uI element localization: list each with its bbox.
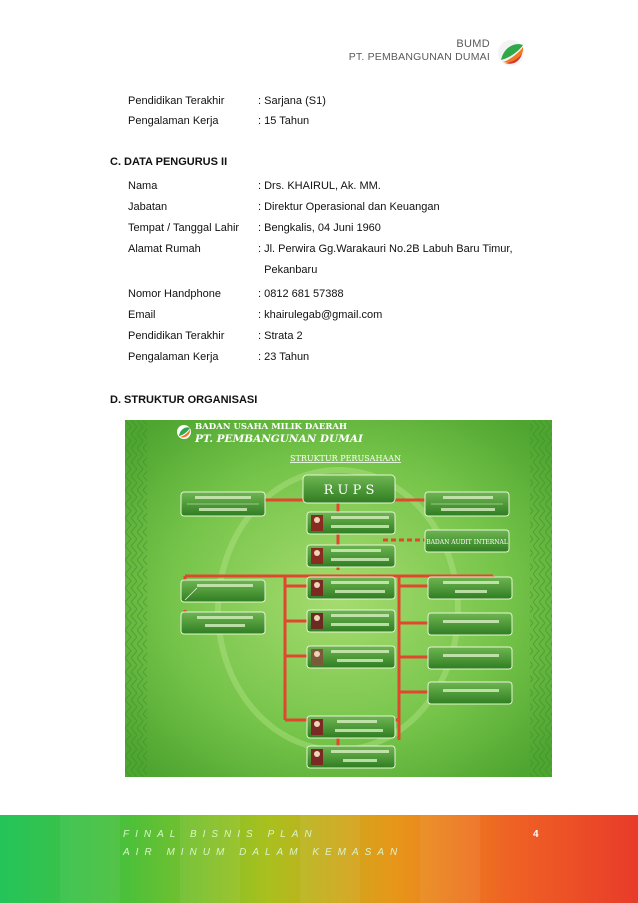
bumd-logo-icon xyxy=(498,40,524,66)
footer-line2: AIR MINUM DALAM KEMASAN xyxy=(123,847,404,858)
page-header: BUMD PT. PEMBANGUNAN DUMAI xyxy=(349,38,490,63)
row-label: Jabatan xyxy=(128,201,168,213)
section-heading-c: C. DATA PENGURUS II xyxy=(110,156,228,168)
org-chart-image: BADAN USAHA MILIK DAERAH PT. PEMBANGUNAN… xyxy=(125,420,552,777)
row-value: : Strata 2 xyxy=(258,330,303,342)
page-footer: FINAL BISNIS PLAN AIR MINUM DALAM KEMASA… xyxy=(0,815,638,903)
row-value: Pekanbaru xyxy=(258,264,318,276)
header-subtitle: PT. PEMBANGUNAN DUMAI xyxy=(348,51,490,63)
org-company-line1: BADAN USAHA MILIK DAERAH xyxy=(195,422,347,432)
footer-stripe xyxy=(420,815,480,903)
row-label: Alamat Rumah xyxy=(128,243,201,255)
row-value: : Sarjana (S1) xyxy=(258,95,326,107)
row-label: Email xyxy=(128,309,156,321)
row-value: : Drs. KHAIRUL, Ak. MM. xyxy=(258,180,381,192)
row-label: Pendidikan Terakhir xyxy=(128,95,225,107)
row-value: : 0812 681 57388 xyxy=(258,288,344,300)
footer-line1: FINAL BISNIS PLAN xyxy=(123,829,318,840)
footer-stripe xyxy=(180,815,240,903)
row-value: : 23 Tahun xyxy=(258,351,310,363)
row-value: : Jl. Perwira Gg.Warakauri No.2B Labuh B… xyxy=(258,243,513,255)
row-value: : Bengkalis, 04 Juni 1960 xyxy=(258,222,381,234)
row-label: Pengalaman Kerja xyxy=(128,351,219,363)
section-heading-d: D. STRUKTUR ORGANISASI xyxy=(110,394,258,406)
row-label: Nama xyxy=(128,180,158,192)
page-number: 4 xyxy=(533,829,539,840)
row-value: : Direktur Operasional dan Keuangan xyxy=(258,201,440,213)
row-value: : 15 Tahun xyxy=(258,115,310,127)
row-label: Tempat / Tanggal Lahir xyxy=(128,222,240,234)
row-label: Pendidikan Terakhir xyxy=(128,330,225,342)
row-value: : khairulegab@gmail.com xyxy=(258,309,383,321)
org-company-line2: PT. PEMBANGUNAN DUMAI xyxy=(194,433,364,445)
footer-stripe xyxy=(60,815,120,903)
org-badan-audit: BADAN AUDIT INTERNAL xyxy=(426,539,508,546)
header-title: BUMD xyxy=(456,38,490,50)
row-label: Nomor Handphone xyxy=(128,288,221,300)
row-label: Pengalaman Kerja xyxy=(128,115,219,127)
org-rups: R U P S xyxy=(324,483,375,498)
footer-gradient xyxy=(0,815,638,903)
org-banner: STRUKTUR PERUSAHAAN xyxy=(290,454,401,463)
footer-stripe xyxy=(300,815,360,903)
